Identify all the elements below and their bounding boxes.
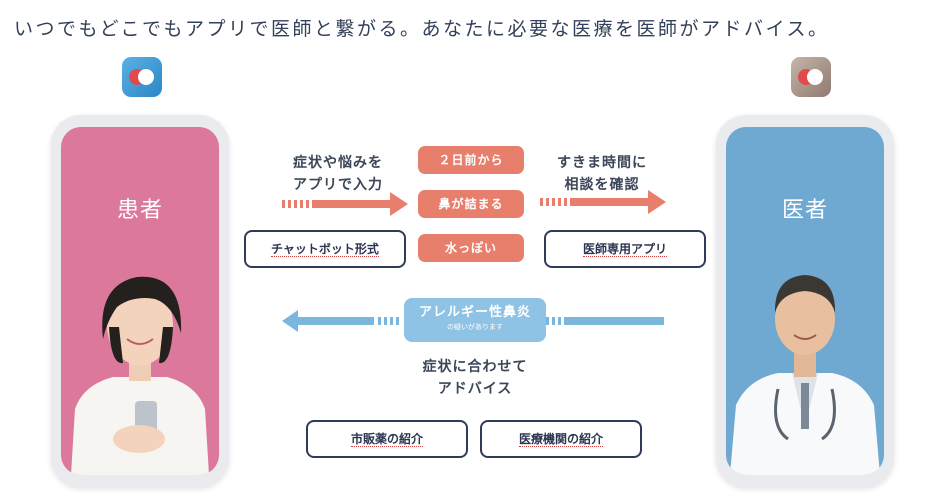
symptom-pill: 鼻が詰まる [418,190,524,218]
otc-medicine-button[interactable]: 市販薬の紹介 [306,420,468,458]
patient-app-icon [122,57,162,97]
symptom-pill: 水っぽい [418,234,524,262]
doctor-illustration [730,275,880,475]
advice-text: 症状に合わせて アドバイス [422,359,528,397]
doctor-step-text: すきま時間に 相談を確認 [557,155,647,193]
patient-screen: 患者 [61,127,219,475]
headline: いつでもどこでもアプリで医師と繋がる。あなたに必要な医療を医師がアドバイス。 [14,18,830,40]
medical-institution-button[interactable]: 医療機関の紹介 [480,420,642,458]
arrow-right-icon [540,190,666,214]
doctor-app-button[interactable]: 医師専用アプリ [544,230,706,268]
arrow-left-icon [282,310,664,332]
patient-illustration [71,276,209,475]
patient-title: 患者 [116,198,163,223]
patient-step-text: 症状や悩みを アプリで入力 [293,155,383,193]
doctor-title: 医者 [781,198,828,223]
doctor-phone: 医者 [716,115,894,487]
doctor-app-icon [791,57,831,97]
pill-capsule-icon [129,69,154,85]
pill-capsule-icon [798,69,823,85]
diagnosis-badge: アレルギー性鼻炎 の疑いがあります [404,298,546,342]
arrow-right-icon [282,192,408,216]
chatbot-format-button[interactable]: チャットボット形式 [244,230,406,268]
symptom-pill: ２日前から [418,146,524,174]
patient-phone: 患者 [51,115,229,487]
doctor-screen: 医者 [726,127,884,475]
